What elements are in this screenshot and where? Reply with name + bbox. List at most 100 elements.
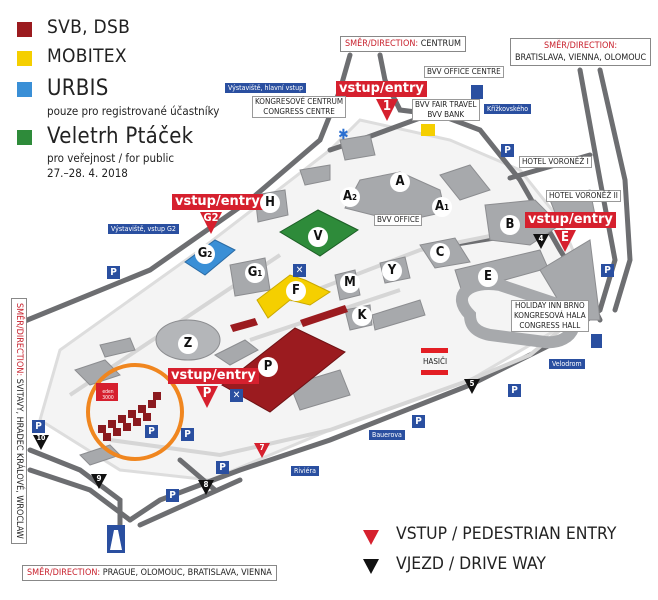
building-p-red: [221, 327, 346, 413]
building-label-f: F: [286, 281, 306, 301]
entry-p-marker: [196, 386, 218, 408]
driveway-number: 7: [259, 443, 265, 452]
direction-prefix: SMĚR/DIRECTION:: [14, 303, 24, 377]
label-bvv-office-centre: BVV OFFICE CENTRE: [424, 66, 504, 78]
direction-south: SMĚR/DIRECTION: PRAGUE, OLOMOUC, BRATISL…: [22, 565, 277, 581]
driveway-marker-10: [33, 435, 49, 450]
parking-icon: P: [107, 266, 120, 279]
motorway-road-glyph: [110, 530, 122, 550]
stop-krizkovskeho: Křížkovského: [484, 104, 532, 114]
building-label-z: Z: [178, 334, 198, 354]
entry-p-number: P: [202, 386, 212, 401]
driveway-marker-4: [533, 234, 549, 249]
driveway-marker-8: [198, 480, 214, 495]
parking-icon: P: [145, 425, 158, 438]
parking-icon: P: [412, 415, 425, 428]
parking-icon: P: [181, 428, 194, 441]
driveway-marker-9: [91, 474, 107, 489]
legend-mobitex: MOBITEX: [47, 45, 127, 67]
hasici-stripe: [421, 370, 448, 375]
restaurant-icon: ✕: [230, 389, 243, 402]
building-label-k: K: [352, 306, 372, 326]
building-letter: G: [197, 246, 208, 261]
legend-swatch-urbis: [17, 82, 32, 97]
parking-icon: P: [216, 461, 229, 474]
building-label-g1: G1: [245, 263, 265, 283]
building-sub: 1: [257, 269, 263, 278]
building-red-strip: [300, 305, 348, 327]
post-icon: [421, 124, 435, 136]
building-label-v: V: [308, 227, 328, 247]
direction-centrum: SMĚR/DIRECTION: CENTRUM: [340, 36, 466, 52]
label-line: HOLIDAY INN BRNO: [514, 301, 585, 310]
building-label-a1: A1: [432, 197, 452, 217]
direction-prefix: SMĚR/DIRECTION:: [544, 41, 618, 51]
parking-icon: P: [32, 420, 45, 433]
building-letter: A: [434, 199, 445, 214]
medical-icon: ✱: [338, 127, 349, 143]
building-red-strip: [230, 318, 258, 332]
building-label-p: P: [258, 357, 278, 377]
building-label-b: B: [500, 215, 520, 235]
stop-velodrom: Velodrom: [549, 359, 585, 369]
eden-cubes: [98, 392, 161, 441]
building-label-g2: G2: [195, 244, 215, 264]
building-sub: 1: [444, 203, 450, 212]
building-label-y: Y: [382, 261, 402, 281]
legend-veletrh: Veletrh Ptáček: [47, 124, 194, 149]
building-label-a2: A2: [340, 187, 360, 207]
entry-e-label: vstup/entry: [525, 212, 616, 228]
driveway-marker-5: [464, 379, 480, 394]
driveway-number: 10: [36, 434, 46, 442]
building-letter: A: [342, 189, 353, 204]
building-sub: 2: [352, 193, 358, 202]
label-line: KONGRESOVÁ HALA: [514, 311, 586, 320]
entry-p-label: vstup/entry: [168, 368, 259, 384]
building-sub: 2: [207, 250, 213, 259]
legend-veletrh-date: 27.–28. 4. 2018: [47, 166, 128, 180]
label-line: CONGRESS CENTRE: [263, 107, 335, 116]
entry-g2-number: G2: [203, 211, 219, 224]
label-line: BVV BANK: [427, 110, 465, 119]
label-hotel-voronez-1: HOTEL VORONĚŽ I: [519, 156, 592, 168]
direction-prefix: SMĚR/DIRECTION:: [27, 568, 101, 578]
legend-swatch-svb: [17, 22, 32, 37]
entry-e-marker: [554, 230, 576, 252]
entry-1-marker: [376, 99, 398, 121]
stop-bauerova: Bauerova: [369, 430, 405, 440]
label-hasici: HASIČI: [423, 357, 448, 366]
legend-pedestrian-entry: VSTUP / PEDESTRIAN ENTRY: [396, 524, 617, 544]
parking-icon: P: [508, 384, 521, 397]
parking-icon: P: [166, 489, 179, 502]
building-label-m: M: [340, 273, 360, 293]
stop-riviera: Riviéra: [291, 466, 319, 476]
restaurant-icon: ✕: [293, 264, 306, 277]
building-label-h: H: [260, 193, 280, 213]
entry-g2-label: vstup/entry: [172, 194, 263, 210]
eden-logo: [96, 383, 118, 401]
parking-icon: P: [501, 144, 514, 157]
fuel-icon: [591, 334, 602, 348]
label-line: BVV FAIR TRAVEL: [415, 100, 477, 109]
driveway-number: 4: [538, 234, 544, 243]
direction-text: PRAGUE, OLOMOUC, BRATISLAVA, VIENNA: [102, 568, 272, 578]
legend-urbis: URBIS: [47, 76, 109, 101]
legend-urbis-note: pouze pro registrované účastníky: [47, 104, 220, 118]
building-label-c: C: [430, 243, 450, 263]
fuel-icon: [471, 85, 483, 99]
label-line: KONGRESOVÉ CENTRUM: [255, 97, 344, 106]
entry-e-number: E: [561, 230, 569, 245]
label-bvv-office: BVV OFFICE: [374, 214, 423, 226]
stop-main-entrance: Výstaviště, hlavní vstup: [225, 83, 307, 93]
legend-swatch-veletrh: [17, 130, 32, 145]
direction-west: SMĚR/DIRECTION: SVITAVY, HRADEC KRÁLOVÉ,…: [11, 298, 27, 544]
legend-swatch-mobitex: [17, 51, 32, 66]
building-label-a: A: [390, 172, 410, 192]
stop-g2: Výstaviště, vstup G2: [108, 224, 179, 234]
label-hotel-voronez-2: HOTEL VORONĚŽ II: [546, 190, 621, 202]
pedestrian-entry-legend-icon: [363, 530, 379, 545]
direction-text: CENTRUM: [420, 39, 461, 49]
